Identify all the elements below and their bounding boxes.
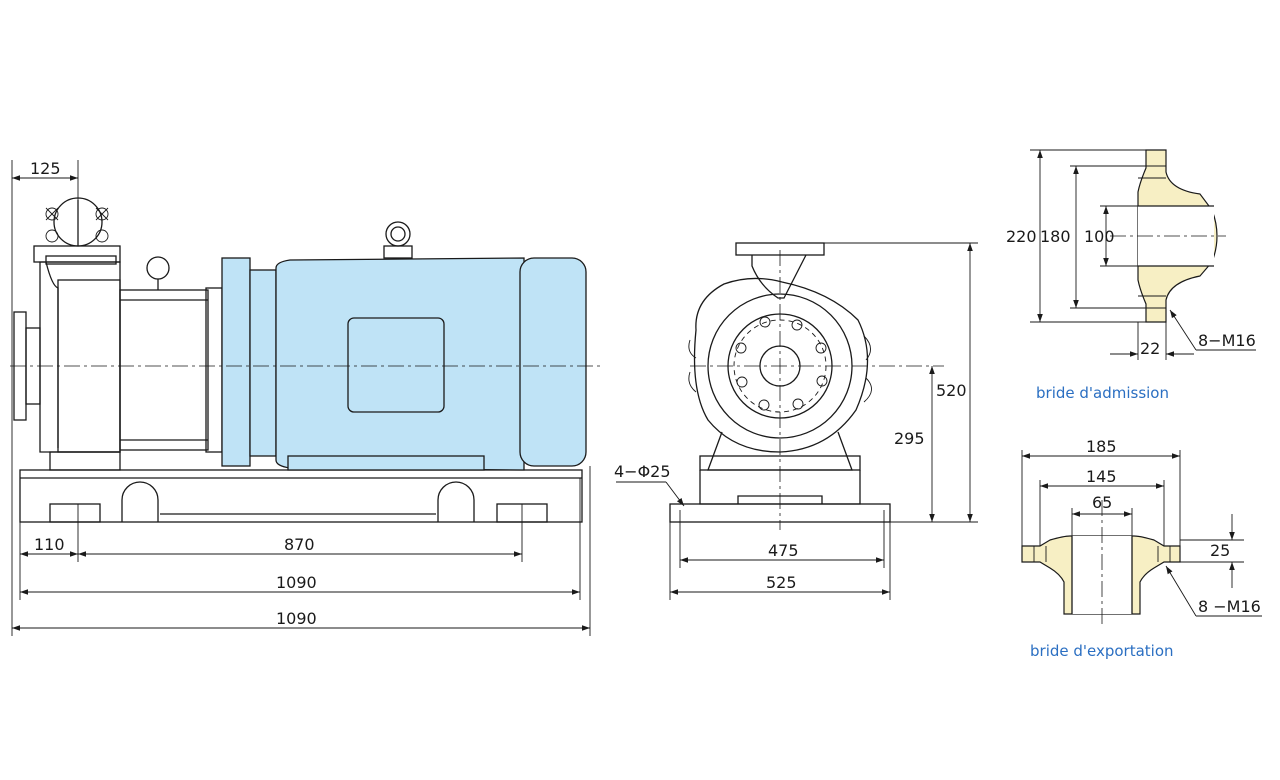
dim-foot-offset: 110: [34, 535, 65, 554]
dim-overall-length: 1090: [276, 609, 317, 628]
dim-foot-holes: 4−Φ25: [614, 462, 671, 481]
dim-base-width: 525: [766, 573, 797, 592]
dim-inlet-outer: 220: [1006, 227, 1037, 246]
dim-base-length: 1090: [276, 573, 317, 592]
dim-inlet-bolt-circle: 180: [1040, 227, 1071, 246]
dim-top-offset: 125: [30, 159, 61, 178]
inlet-caption: bride d'admission: [1036, 384, 1169, 402]
dim-inlet-bolts: 8−M16: [1198, 331, 1256, 350]
bearing-bracket: [119, 256, 223, 453]
dim-center-height: 295: [894, 429, 925, 448]
dim-outlet-bore: 65: [1092, 493, 1112, 512]
dim-inlet-thickness: 22: [1140, 339, 1160, 358]
dim-foot-spacing: 475: [768, 541, 799, 560]
dim-outlet-bolt-circle: 145: [1086, 467, 1117, 486]
dim-bolt-spacing: 870: [284, 535, 315, 554]
motor: [221, 221, 587, 471]
dim-inlet-bore: 100: [1084, 227, 1115, 246]
front-view: 520 295 475 525 4−Φ25: [614, 242, 978, 600]
side-dimensions: 125 110 870 1090 1090: [11, 159, 591, 636]
inlet-flange: 220 180 100 22 8−M16 bride d'admission: [1006, 149, 1256, 402]
dim-outlet-bolts: 8 −M16: [1198, 597, 1261, 616]
side-view: 125 110 870 1090 1090: [10, 159, 600, 636]
pump-casing: [13, 197, 121, 471]
base-frame: [19, 469, 583, 523]
outlet-flange: 185 145 65 25 8 −M16 bride d'exportation: [1021, 437, 1262, 660]
front-dimensions: 520 295 475 525 4−Φ25: [614, 242, 978, 600]
outlet-caption: bride d'exportation: [1030, 642, 1174, 660]
dim-total-height: 520: [936, 381, 967, 400]
dim-outlet-thickness: 25: [1210, 541, 1230, 560]
bolt-holes: [735, 316, 828, 411]
dim-outlet-outer: 185: [1086, 437, 1117, 456]
